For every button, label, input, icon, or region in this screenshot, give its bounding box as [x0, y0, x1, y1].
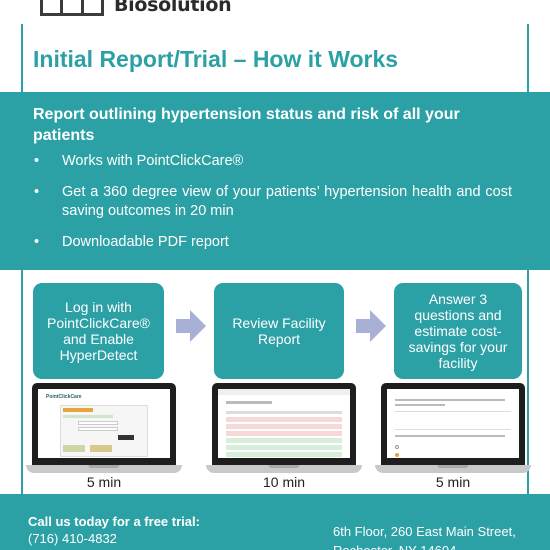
phone-number[interactable]: (716) 410-4832 — [28, 531, 117, 546]
step-2-box: Review Facility Report — [214, 283, 344, 379]
address: 6th Floor, 260 East Main Street, Rochest… — [333, 524, 516, 550]
feature-item: Get a 360 degree view of your patients’ … — [34, 183, 512, 221]
feature-item: Downloadable PDF report — [34, 233, 512, 252]
laptop-questions-screenshot — [375, 383, 531, 473]
step-2-time: 10 min — [262, 474, 306, 490]
step-2-label: Review Facility Report — [232, 315, 326, 347]
page-title: Initial Report/Trial – How it Works — [33, 46, 399, 72]
logo-text: Biosolution — [114, 0, 232, 16]
step-3-time: 5 min — [435, 474, 471, 490]
step-3-box: Answer 3 questions and estimate cost-sav… — [394, 283, 522, 379]
call-to-action: Call us today for a free trial: — [28, 514, 200, 529]
pcc-logo: PointClickCare — [46, 394, 82, 400]
step-1-time: 5 min — [86, 474, 122, 490]
logo-mark — [40, 0, 104, 16]
steps-section: Log in with PointClickCare® and Enable H… — [0, 270, 550, 494]
brand-logo: Biosolution — [30, 0, 260, 20]
step-1-label: Log in with PointClickCare® and Enable H… — [47, 299, 150, 363]
footer: Call us today for a free trial: (716) 41… — [0, 494, 550, 550]
title-frame — [21, 24, 529, 92]
arrow-right-icon — [356, 310, 386, 342]
info-band: Report outlining hypertension status and… — [0, 92, 550, 270]
step-3-label: Answer 3 questions and estimate cost-sav… — [408, 291, 508, 371]
feature-list: Works with PointClickCare® Get a 360 deg… — [34, 152, 512, 264]
arrow-right-icon — [176, 310, 206, 342]
laptop-login-screenshot: PointClickCare — [26, 383, 182, 473]
laptop-report-screenshot — [206, 383, 362, 473]
band-heading: Report outlining hypertension status and… — [33, 106, 460, 144]
step-1-box: Log in with PointClickCare® and Enable H… — [33, 283, 164, 379]
steps-frame — [21, 270, 529, 494]
feature-item: Works with PointClickCare® — [34, 152, 512, 171]
